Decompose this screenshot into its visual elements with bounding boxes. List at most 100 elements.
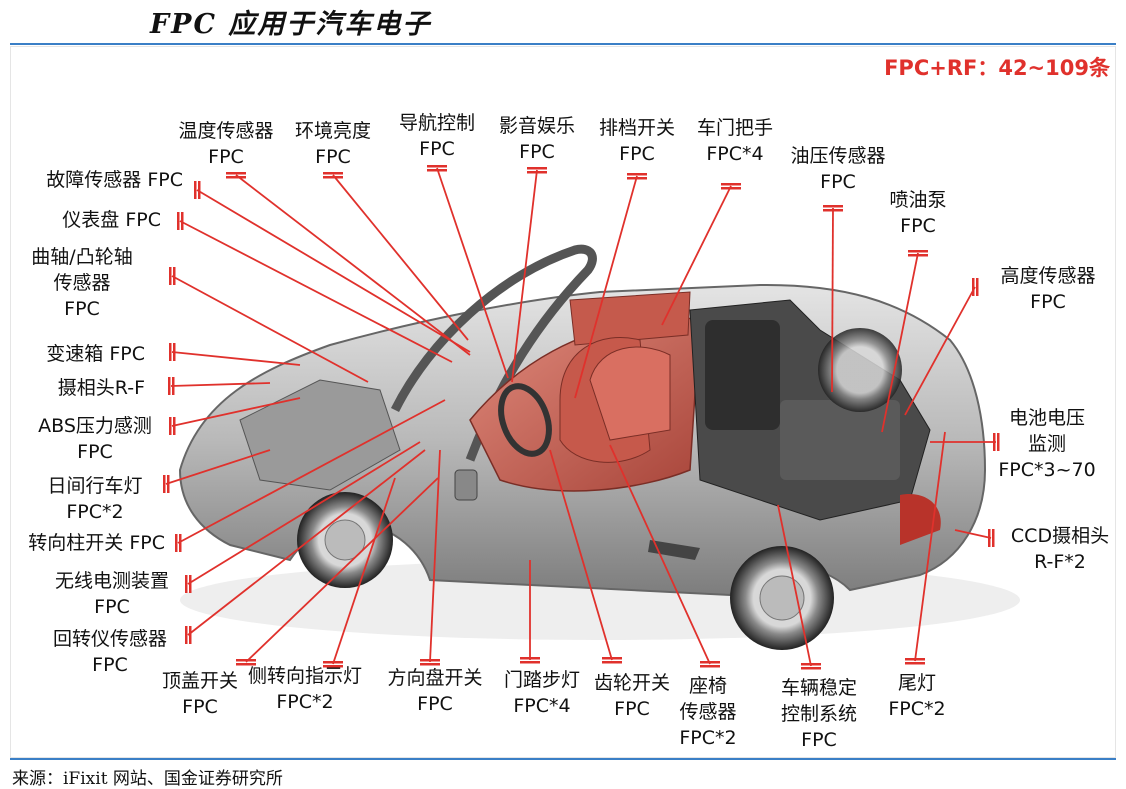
label-line: FPC*4: [513, 695, 571, 717]
leader-line-gear-wheel: [549, 449, 613, 661]
marker-side-turn: [323, 661, 343, 668]
marker-ccd-camera: [988, 529, 995, 547]
label-camera: 摄相头R-F: [58, 375, 145, 401]
label-line: 车门把手: [696, 117, 774, 139]
label-temp-sensor: 温度传感器 FPC: [178, 118, 273, 170]
marker-fault-sensor: [194, 181, 201, 199]
label-line: FPC: [820, 171, 856, 193]
label-line: 无线电测装置: [54, 570, 170, 592]
leader-line-crank-cam: [171, 275, 369, 383]
leader-line-wireless: [187, 441, 421, 585]
marker-temp-sensor: [226, 172, 246, 179]
marker-tail-light: [905, 658, 925, 665]
label-line: 仪表盘 FPC: [62, 209, 161, 231]
marker-wireless: [185, 575, 192, 593]
label-line: FPC: [619, 143, 655, 165]
label-line: 侧转向指示灯: [247, 665, 363, 687]
leader-line-audio-video: [511, 169, 538, 383]
label-line: 温度传感器: [178, 120, 274, 142]
leader-line-abs-pressure: [171, 397, 301, 427]
label-oil-pressure: 油压传感器 FPC: [790, 143, 885, 195]
label-line: 控制系统: [780, 703, 858, 725]
source-divider: [10, 758, 1116, 760]
figure-frame: [10, 46, 1116, 758]
marker-door-handle: [721, 183, 741, 190]
label-audio-video: 影音娱乐 FPC: [499, 113, 575, 165]
label-line: CCD摄相头: [1010, 525, 1110, 547]
label-line: 故障传感器 FPC: [46, 169, 183, 191]
label-line: FPC: [519, 141, 555, 163]
label-line: 曲轴/凸轮轴: [31, 246, 133, 268]
leader-line-ccd-camera: [954, 529, 992, 539]
label-line: 日间行车灯: [47, 475, 143, 497]
label-dashboard: 仪表盘 FPC: [62, 207, 161, 233]
label-steering-col: 转向柱开关 FPC: [28, 530, 165, 556]
label-line: 影音娱乐: [498, 115, 576, 137]
leader-line-oil-pressure: [831, 207, 834, 393]
marker-camera: [168, 377, 175, 395]
label-line: 回转仪传感器: [52, 628, 168, 650]
marker-audio-video: [527, 167, 547, 174]
label-fault-sensor: 故障传感器 FPC: [46, 167, 183, 193]
marker-gear-wheel: [602, 657, 622, 664]
label-wireless: 无线电测装置 FPC: [55, 568, 169, 620]
leader-line-navigation: [436, 167, 509, 379]
label-line: FPC*2: [679, 727, 737, 749]
label-line: FPC: [94, 596, 130, 618]
leader-line-stability: [777, 504, 812, 667]
leader-line-seat-sensor: [609, 444, 711, 665]
label-line: FPC: [419, 138, 455, 160]
label-line: 传感器: [679, 701, 737, 723]
marker-navigation: [427, 165, 447, 172]
leader-line-dashboard: [179, 220, 453, 363]
leader-line-gearbox: [171, 351, 301, 366]
label-line: 方向盘开关: [387, 667, 483, 689]
leader-line-steering-wheel: [429, 449, 441, 663]
leader-line-roof-switch: [245, 477, 439, 663]
label-line: 尾灯: [897, 672, 936, 694]
label-line: 变速箱 FPC: [46, 343, 145, 365]
label-line: FPC: [208, 146, 244, 168]
marker-steering-col: [175, 534, 182, 552]
label-line: FPC: [417, 693, 453, 715]
marker-dashboard: [177, 212, 184, 230]
leader-line-tail-light: [914, 431, 946, 662]
label-line: 传感器: [53, 272, 111, 294]
title-divider: [10, 43, 1116, 45]
leader-line-door-handle: [661, 185, 732, 326]
label-line: 座椅: [688, 675, 727, 697]
leader-line-height-sensor: [904, 286, 976, 416]
marker-steering-wheel: [420, 659, 440, 666]
label-line: FPC: [801, 729, 837, 751]
marker-door-step: [520, 657, 540, 664]
label-crank-cam: 曲轴/凸轮轴传感器 FPC: [31, 244, 132, 322]
label-steering-wheel: 方向盘开关 FPC: [387, 665, 482, 717]
label-line: FPC*3~70: [998, 459, 1096, 481]
label-line: 齿轮开关: [593, 672, 671, 694]
marker-crank-cam: [169, 267, 176, 285]
leader-line-fault-sensor: [196, 189, 471, 353]
marker-gear-switch: [627, 173, 647, 180]
fpc-count-badge: FPC+RF：42~109条: [884, 56, 1110, 80]
label-line: FPC: [182, 696, 218, 718]
label-line: 油压传感器: [790, 145, 886, 167]
marker-oil-pressure: [823, 205, 843, 212]
label-line: FPC: [64, 298, 100, 320]
label-line: FPC*2: [66, 501, 124, 523]
marker-abs-pressure: [169, 417, 176, 435]
label-line: ABS压力感测: [38, 415, 152, 437]
label-drl: 日间行车灯 FPC*2: [47, 473, 142, 525]
marker-roof-switch: [236, 659, 256, 666]
label-line: 电池电压: [1008, 407, 1085, 429]
